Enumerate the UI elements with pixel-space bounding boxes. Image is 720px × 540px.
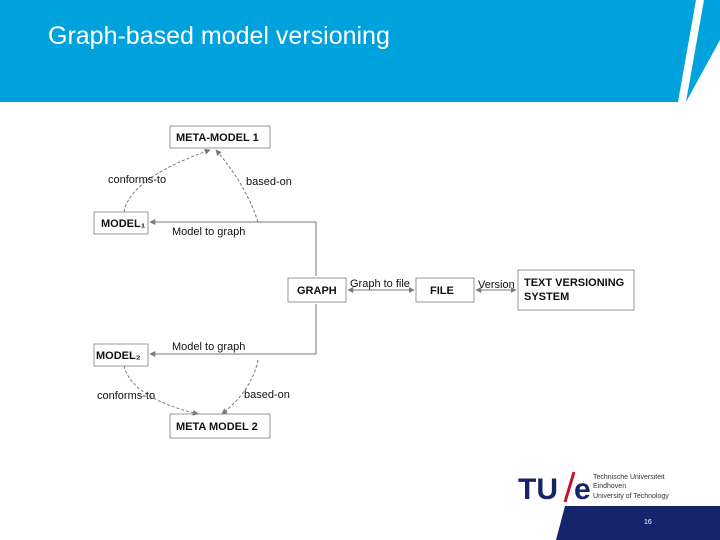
edge-label-conforms-to-top: conforms-to [108,174,166,186]
slide-title: Graph-based model versioning [48,22,390,50]
node-file-label: FILE [430,285,454,297]
tue-logo-line1: Technische Universiteit [593,474,665,481]
edge-label-based-on-bottom: based-on [244,389,290,401]
node-meta-model-2-label: META MODEL 2 [176,421,258,433]
page-number: 16 [644,519,652,526]
node-file: FILE [415,277,475,303]
edge-conforms-to-top [123,148,211,213]
edge-based-on-bottom [221,359,259,415]
header-stripe [678,0,704,102]
edge-model-to-graph-top [149,219,317,276]
edge-label-conforms-to-bottom: conforms-to [97,390,155,402]
tue-logo-e: e [574,473,591,504]
node-text-versioning-system: TEXT VERSIONING SYSTEM [517,269,635,311]
node-graph: GRAPH [287,277,347,303]
tue-logo: TU e Technische Universiteit Eindhoven U… [518,471,669,504]
node-text-versioning-line1: TEXT VERSIONING [524,277,624,289]
tue-logo-line3: University of Technology [593,493,669,500]
edge-model-to-graph-bottom [149,304,317,357]
header-background [0,0,720,102]
edge-label-version: Version [478,279,515,291]
edge-label-model-to-graph-bottom: Model to graph [172,341,245,353]
header-band [0,0,720,102]
node-graph-label: GRAPH [297,285,337,297]
edge-label-based-on-top: based-on [246,176,292,188]
tue-logo-line2: Eindhoven [593,483,626,490]
edge-label-graph-to-file: Graph to file [350,278,410,290]
edge-based-on-top [215,149,259,223]
node-text-versioning-line2: SYSTEM [524,291,569,303]
node-meta-model-2: META MODEL 2 [169,413,271,439]
node-meta-model-1: META-MODEL 1 [169,125,271,149]
node-model-2-label: MODEL₂ [96,350,141,362]
node-meta-model-1-label: META-MODEL 1 [176,132,259,144]
tue-logo-tu: TU [518,473,558,504]
tue-logo-slash [563,471,576,503]
node-model-1-label: MODEL₁ [101,218,146,230]
node-model-1: MODEL₁ [93,211,149,235]
edge-label-model-to-graph-top: Model to graph [172,226,245,238]
node-model-2: MODEL₂ [93,343,149,367]
edge-conforms-to-bottom [123,365,199,416]
